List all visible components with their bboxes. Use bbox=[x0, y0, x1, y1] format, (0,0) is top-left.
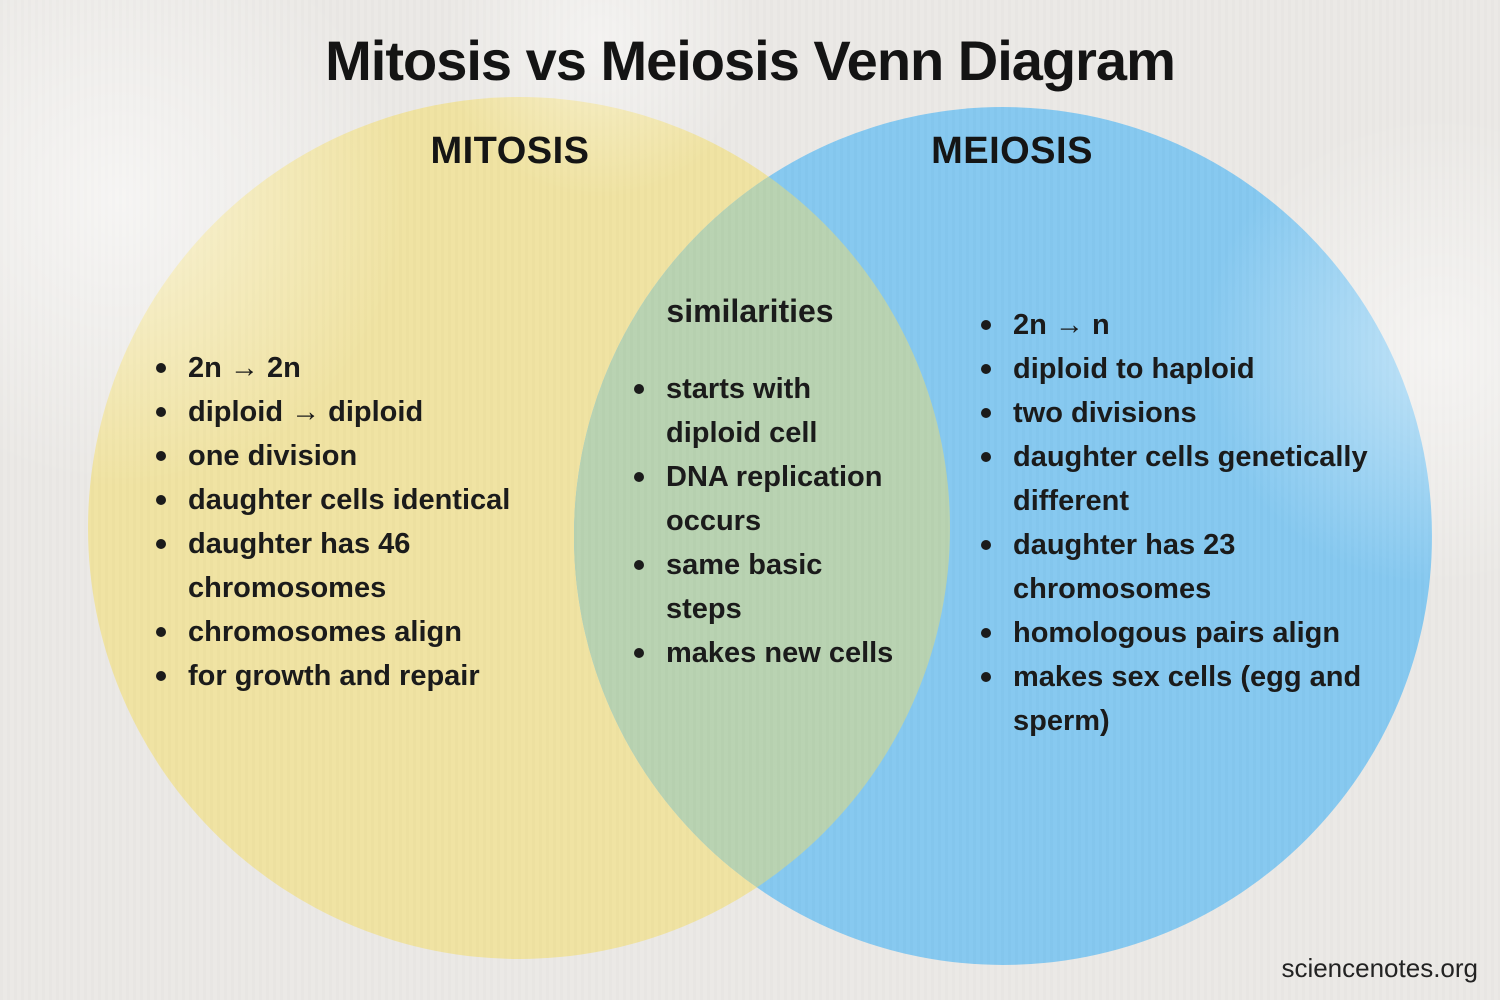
list-item: daughter cells identical bbox=[150, 478, 558, 522]
list-item: daughter cells genetically different bbox=[975, 435, 1408, 523]
list-item: same basic steps bbox=[628, 543, 906, 631]
list-item: diploid → diploid bbox=[150, 390, 558, 434]
list-item: one division bbox=[150, 434, 558, 478]
list-item: 2n → 2n bbox=[150, 346, 558, 390]
mitosis-label: MITOSIS bbox=[430, 130, 590, 172]
list-item: two divisions bbox=[975, 391, 1408, 435]
list-item: makes new cells bbox=[628, 631, 906, 675]
list-item: diploid to haploid bbox=[975, 347, 1408, 391]
list-item: daughter has 46 chromosomes bbox=[150, 522, 558, 610]
list-item: daughter has 23 chromosomes bbox=[975, 523, 1408, 611]
meiosis-list: 2n → n diploid to haploid two divisions … bbox=[975, 303, 1408, 743]
list-item: for growth and repair bbox=[150, 654, 558, 698]
meiosis-label: MEIOSIS bbox=[931, 130, 1093, 172]
list-item: chromosomes align bbox=[150, 610, 558, 654]
similarities-label: similarities bbox=[666, 293, 834, 329]
list-item: 2n → n bbox=[975, 303, 1408, 347]
list-item: makes sex cells (egg and sperm) bbox=[975, 655, 1408, 743]
source-watermark: sciencenotes.org bbox=[1281, 953, 1478, 983]
page-title: Mitosis vs Meiosis Venn Diagram bbox=[325, 29, 1176, 92]
list-item: DNA replication occurs bbox=[628, 455, 906, 543]
list-item: starts with diploid cell bbox=[628, 367, 906, 455]
mitosis-list: 2n → 2n diploid → diploid one division d… bbox=[150, 346, 558, 698]
list-item: homologous pairs align bbox=[975, 611, 1408, 655]
similarities-list: starts with diploid cell DNA replication… bbox=[628, 367, 906, 675]
